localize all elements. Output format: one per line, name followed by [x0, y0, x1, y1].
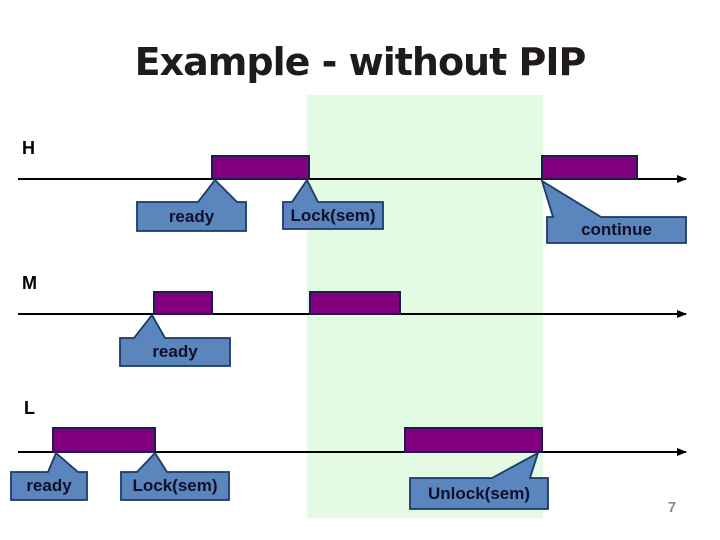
timeline-m-label: M	[22, 273, 37, 293]
callout-l-ready-label: ready	[26, 476, 72, 495]
callout-h-ready-label: ready	[168, 206, 215, 226]
callout-m-ready-label: ready	[152, 342, 198, 361]
task-h-bar-1	[211, 155, 310, 180]
callout-h-continue-label: continue	[581, 220, 652, 239]
callout-l-unlock-label: Unlock(sem)	[427, 483, 531, 503]
callout-h-lock-bubble	[282, 178, 384, 230]
slide-title: Example - without PIP	[134, 40, 587, 84]
task-h-bar-2	[541, 155, 638, 180]
callout-l-lock-label: Lock(sem)	[132, 476, 218, 495]
callout-h-ready-bubble	[136, 178, 247, 232]
task-l-bar-2	[404, 427, 543, 453]
timeline-h-label: H	[22, 138, 35, 158]
timeline-l-label: L	[24, 398, 35, 418]
callout-l-unlock-bubble	[409, 451, 549, 510]
callout-m-ready-bubble	[119, 313, 231, 367]
task-l-bar-1	[52, 427, 156, 453]
callout-l-ready-bubble	[10, 451, 88, 501]
callout-h-lock-label: Lock(sem)	[290, 205, 376, 225]
callout-l-lock-bubble	[120, 451, 230, 501]
callout-h-continue-bubble	[540, 178, 687, 244]
page-number: 7	[667, 499, 677, 516]
task-m-bar-2	[309, 291, 401, 315]
task-m-bar-1	[153, 291, 213, 315]
